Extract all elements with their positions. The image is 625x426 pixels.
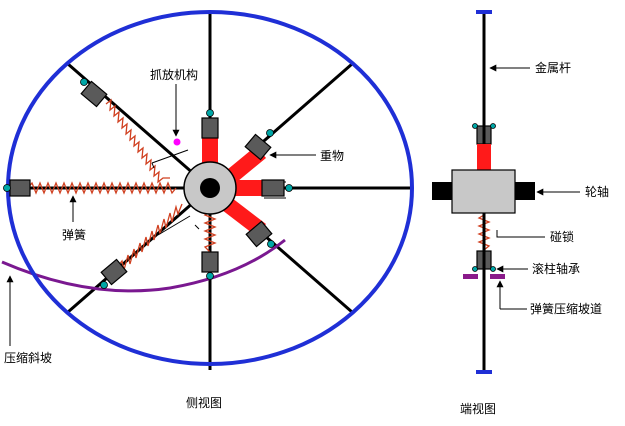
- label-wheel-axle: 轮轴: [585, 184, 609, 199]
- block-upper-right: [244, 133, 272, 161]
- label-spring: 弹簧: [62, 227, 86, 242]
- label-latch: 碰锁: [550, 229, 574, 244]
- grab-marker: [173, 138, 181, 146]
- block-left: [9, 179, 31, 197]
- axle: [200, 178, 220, 198]
- spoke-lower-left: [67, 186, 211, 314]
- end-view: 金属杆 轮轴 碰锁 滚柱轴承 弹簧压缩坡道 端视图: [432, 10, 609, 416]
- spring-left: [27, 181, 177, 195]
- axle-stub-left: [432, 182, 452, 200]
- end-view-caption: 端视图: [460, 401, 496, 416]
- roller-bearings: [3, 78, 293, 289]
- spring-lower-left: [117, 203, 183, 271]
- axle-stub-right: [515, 182, 535, 200]
- ramp-right: [490, 274, 505, 279]
- end-weight-bar: [477, 144, 491, 170]
- label-grab-mechanism: 抓放机构: [150, 67, 198, 82]
- compression-slope: [1, 238, 286, 293]
- ramp-left: [463, 274, 478, 279]
- end-leaders: [489, 64, 580, 310]
- label-spring-compression-ramp: 弹簧压缩坡道: [530, 301, 602, 316]
- side-view-caption: 侧视图: [186, 395, 222, 410]
- label-roller-bearing: 滚柱轴承: [532, 261, 580, 276]
- side-view: 抓放机构 重物 弹簧 压缩斜坡 侧视图: [1, 10, 492, 410]
- spring-upper-left: [105, 98, 170, 184]
- side-leaders: [6, 84, 316, 346]
- label-weight: 重物: [320, 149, 344, 163]
- block-right: [261, 179, 285, 197]
- latch-bracket: [496, 230, 545, 238]
- label-metal-rod: 金属杆: [535, 60, 571, 75]
- block-upper-left: [80, 80, 108, 108]
- label-compression-slope: 压缩斜坡: [4, 350, 52, 365]
- grab-blocks: [9, 80, 492, 286]
- block-lower-left: [100, 258, 128, 286]
- end-bearings: [472, 123, 496, 272]
- end-hub: [451, 169, 516, 214]
- block-lower-right: [245, 220, 273, 248]
- block-top: [201, 117, 219, 139]
- spring-bottom: [203, 211, 217, 253]
- spoke-upper-left: [67, 62, 211, 190]
- block-bottom: [201, 251, 219, 273]
